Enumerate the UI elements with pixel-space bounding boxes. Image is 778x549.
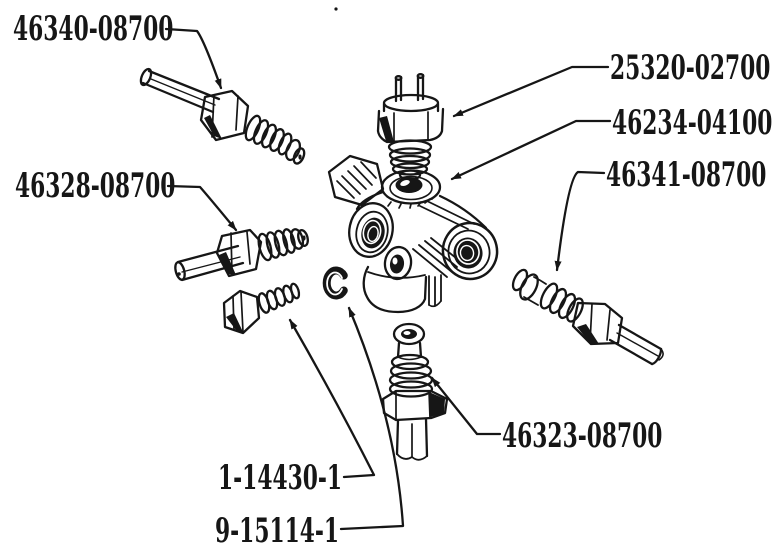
leader-46341-08700 [554,170,606,272]
leader-9-15114-1 [339,306,405,531]
part-label-46328-08700: 46328-08700 [15,166,176,206]
part-label-46234-04100: 46234-04100 [612,103,773,143]
part-label-46341-08700: 46341-08700 [606,155,767,195]
artifact-dot [334,7,338,11]
part-label-46340-08700: 46340-08700 [13,9,174,49]
drawing-25320-02700 [376,73,445,181]
leader-25320-02700 [452,65,610,118]
drawing-46340-08700 [139,67,306,165]
leader-46234-04100 [450,119,612,181]
drawing-46323-08700 [381,322,449,461]
part-label-9-15114-1: 9-15114-1 [215,511,340,549]
drawing-snap-ring-9-15114-1 [322,266,348,300]
drawing-46341-08700 [511,268,664,366]
part-label-1-14430-1: 1-14430-1 [218,458,343,498]
part-label-46323-08700: 46323-08700 [502,416,663,456]
leader-46323-08700 [430,376,502,436]
leader-1-14430-1 [288,318,376,479]
part-label-25320-02700: 25320-02700 [610,48,771,88]
leader-46340-08700 [164,27,223,90]
drawing-46234-04100 [327,154,499,314]
drawing-46328-08700 [174,228,309,282]
leader-46328-08700 [166,184,238,232]
drawing-bolt-1-14430-1 [222,282,301,335]
